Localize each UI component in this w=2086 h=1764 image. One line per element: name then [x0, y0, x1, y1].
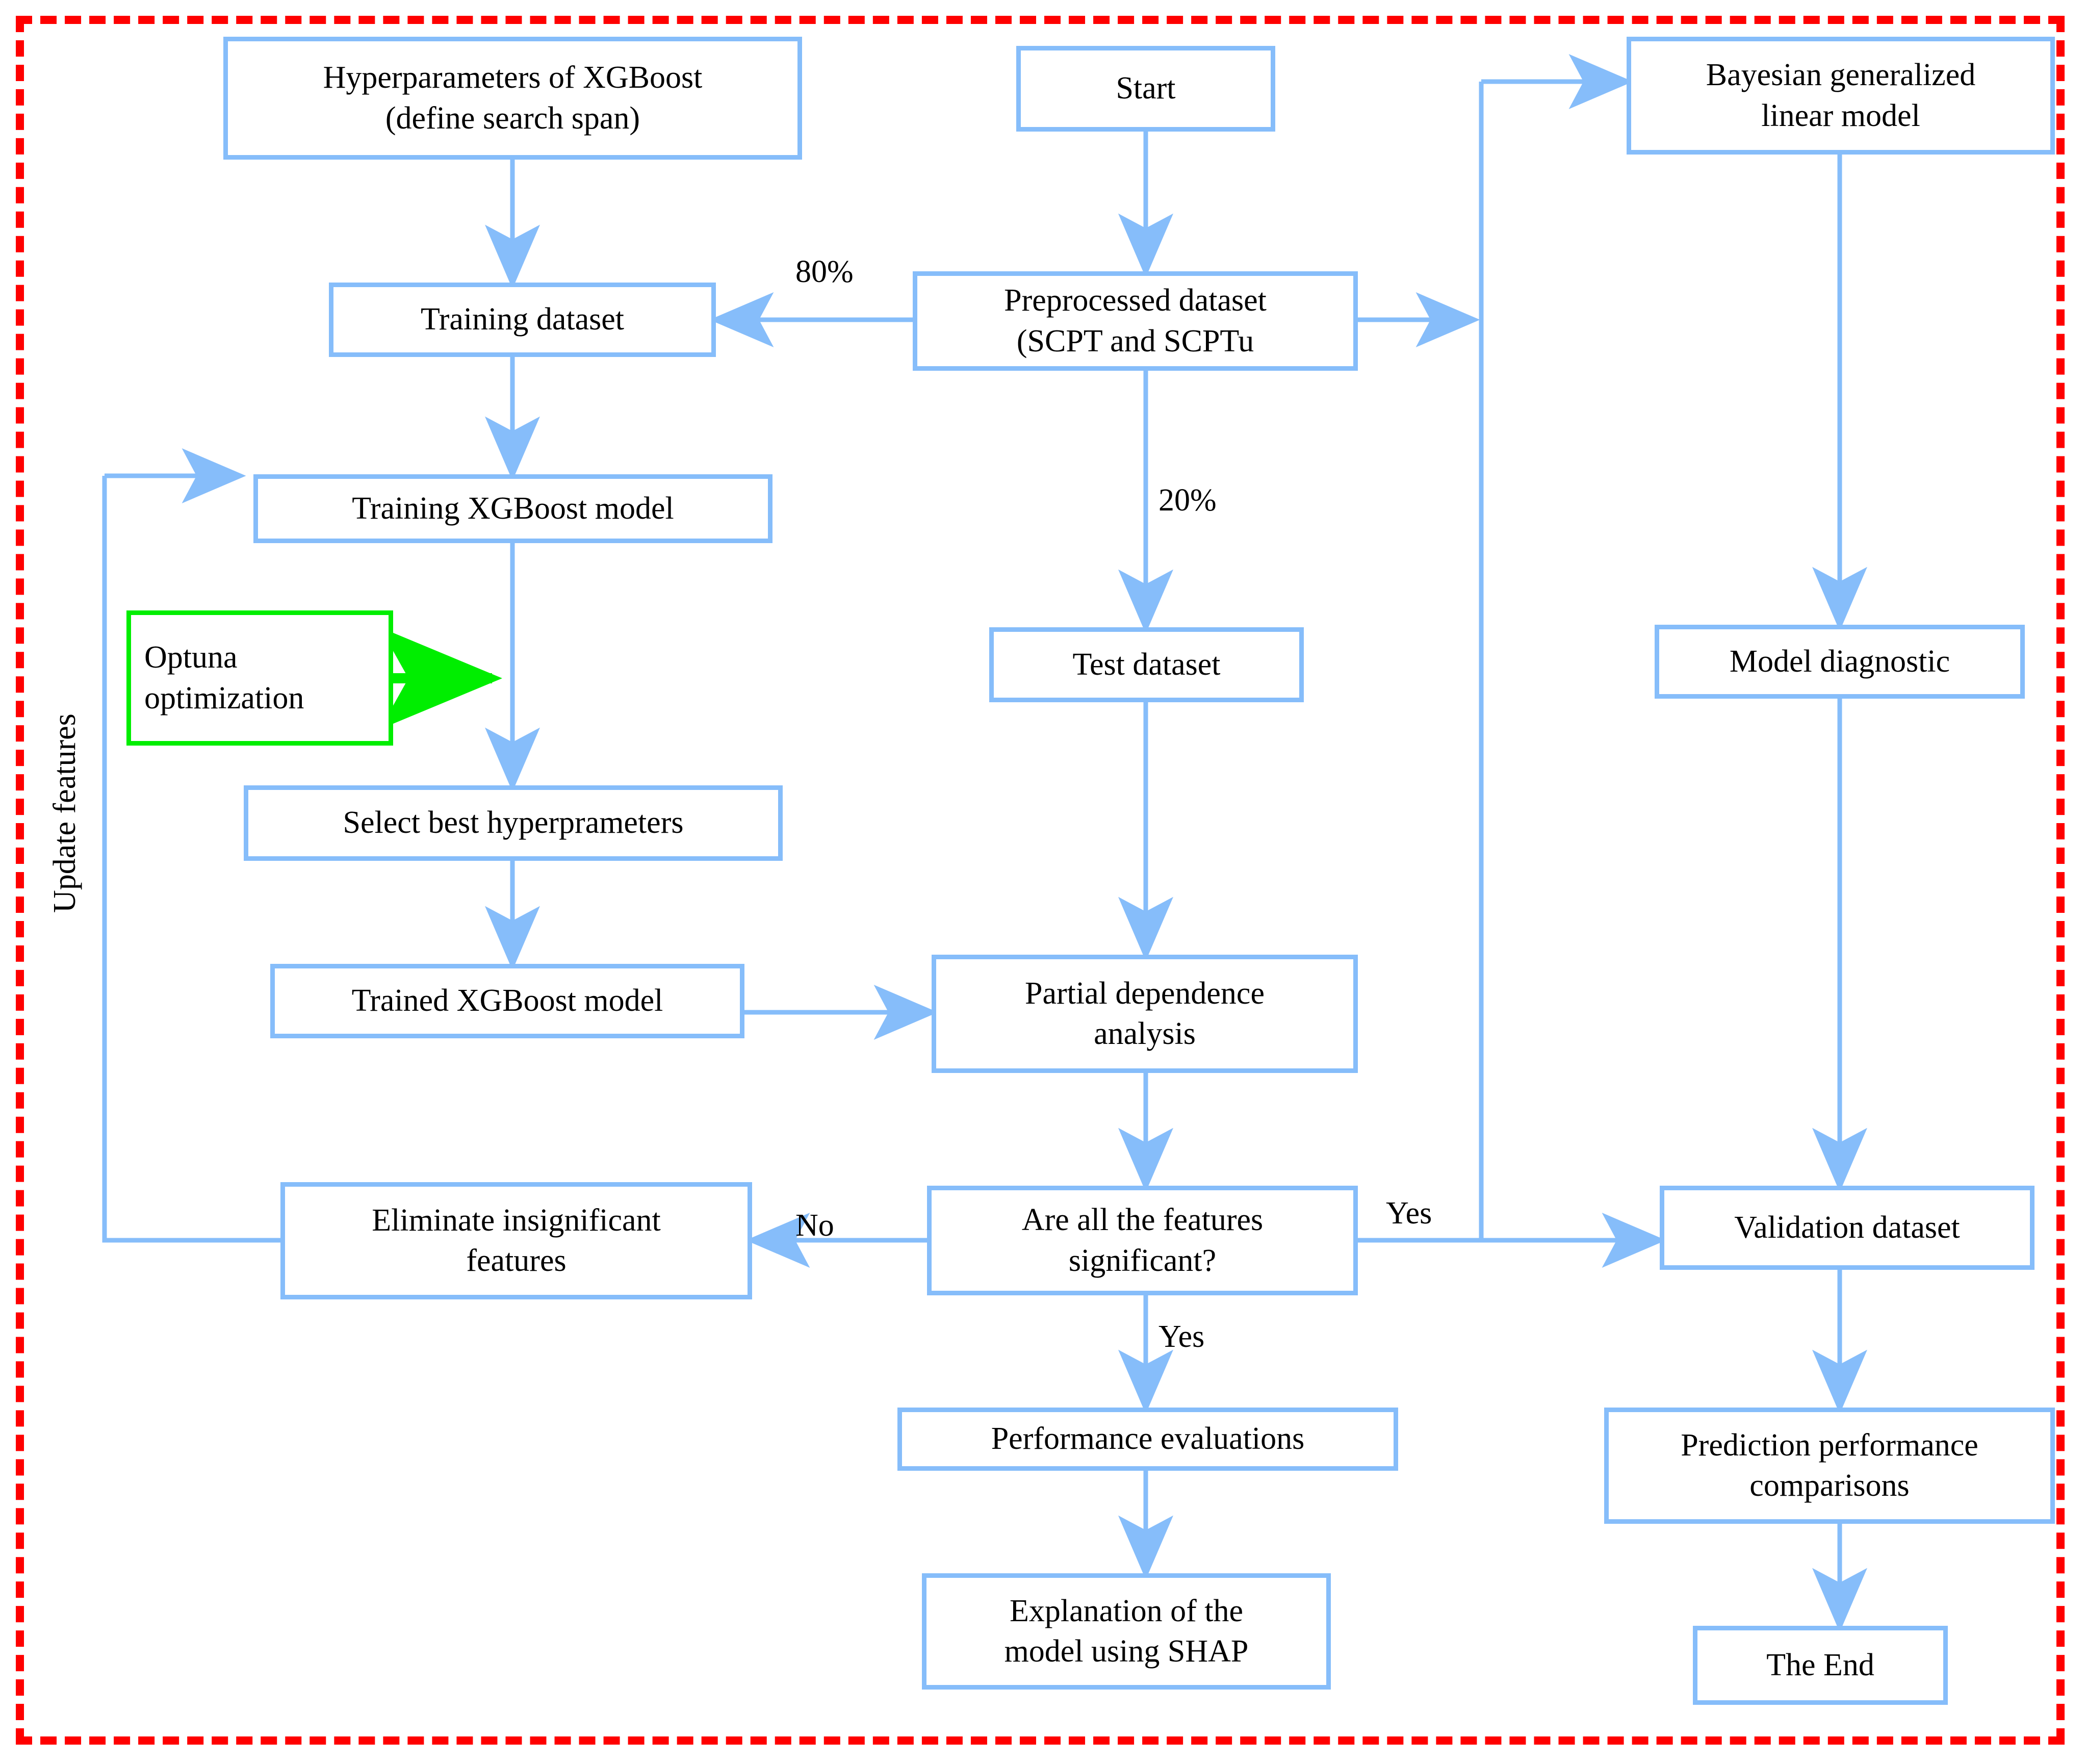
edge-label-decision-no: No — [795, 1208, 834, 1243]
node-bayesian-glm[interactable]: Bayesian generalized linear model — [1627, 37, 2055, 155]
edge-label-train-split: 80% — [795, 254, 854, 289]
node-start[interactable]: Start — [1016, 46, 1275, 132]
node-trained-xgboost-model[interactable]: Trained XGBoost model — [270, 964, 744, 1038]
node-validation-dataset[interactable]: Validation dataset — [1660, 1186, 2035, 1270]
node-eliminate-insignificant-features[interactable]: Eliminate insignificant features — [280, 1182, 752, 1299]
node-explanation-shap[interactable]: Explanation of the model using SHAP — [922, 1573, 1331, 1690]
edge-label-update-features: Update features — [47, 713, 82, 913]
node-the-end[interactable]: The End — [1693, 1626, 1948, 1705]
node-prediction-performance-comparisons[interactable]: Prediction performance comparisons — [1604, 1408, 2055, 1524]
node-training-xgboost-model[interactable]: Training XGBoost model — [253, 474, 772, 543]
edge-label-decision-yes-right: Yes — [1386, 1196, 1432, 1231]
node-model-diagnostic[interactable]: Model diagnostic — [1655, 625, 2025, 699]
node-training-dataset[interactable]: Training dataset — [329, 283, 716, 357]
node-performance-evaluations[interactable]: Performance evaluations — [897, 1408, 1398, 1471]
node-select-best-hyperparameters[interactable]: Select best hyperprameters — [244, 785, 783, 861]
node-optuna-optimization[interactable]: Optuna optimization — [126, 610, 393, 746]
edge-label-test-split: 20% — [1158, 483, 1217, 518]
node-partial-dependence-analysis[interactable]: Partial dependence analysis — [932, 955, 1358, 1073]
node-preprocessed-dataset[interactable]: Preprocessed dataset (SCPT and SCPTu — [913, 271, 1358, 371]
node-test-dataset[interactable]: Test dataset — [989, 627, 1304, 702]
edge-label-decision-yes-down: Yes — [1158, 1319, 1205, 1354]
node-decision-features-significant[interactable]: Are all the features significant? — [927, 1186, 1358, 1295]
node-hyperparameters[interactable]: Hyperparameters of XGBoost (define searc… — [223, 37, 802, 160]
